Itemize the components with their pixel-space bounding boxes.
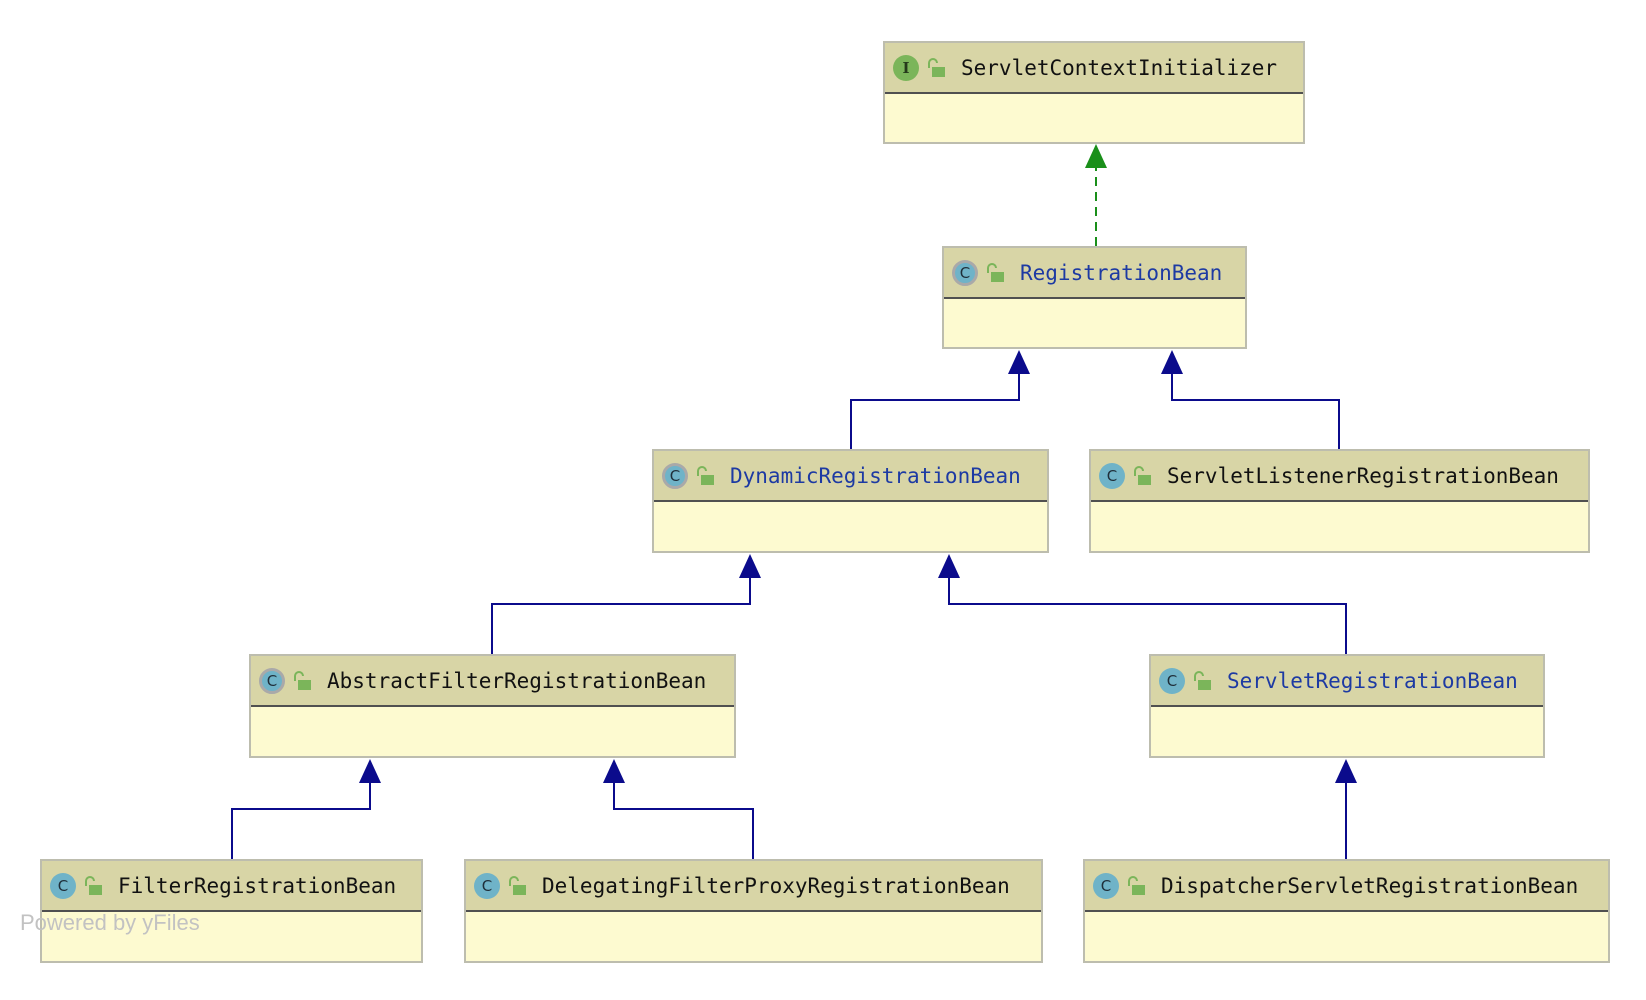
open-lock-icon <box>1194 670 1211 690</box>
arrowhead-extends <box>1008 350 1030 374</box>
node-dynamic-registration-bean[interactable]: C DynamicRegistrationBean <box>652 449 1049 553</box>
node-header: C DispatcherServletRegistrationBean <box>1085 861 1608 912</box>
node-header: I ServletContextInitializer <box>885 43 1303 94</box>
node-delegating-filter-proxy-registration-bean[interactable]: C DelegatingFilterProxyRegistrationBean <box>464 859 1043 963</box>
node-filter-registration-bean[interactable]: C FilterRegistrationBean <box>40 859 423 963</box>
arrowhead-extends <box>359 759 381 783</box>
edge-dynamic-to-registration <box>850 366 1020 449</box>
node-header: C ServletRegistrationBean <box>1151 656 1543 707</box>
arrowhead-extends <box>1161 350 1183 374</box>
class-name: AbstractFilterRegistrationBean <box>327 668 707 693</box>
node-servlet-registration-bean[interactable]: C ServletRegistrationBean <box>1149 654 1545 758</box>
node-abstract-filter-registration-bean[interactable]: C AbstractFilterRegistrationBean <box>249 654 736 758</box>
open-lock-icon <box>697 465 714 485</box>
node-servlet-listener-registration-bean[interactable]: C ServletListenerRegistrationBean <box>1089 449 1590 553</box>
node-header: C FilterRegistrationBean <box>42 861 421 912</box>
class-name: DispatcherServletRegistrationBean <box>1161 873 1579 898</box>
class-name: RegistrationBean <box>1020 260 1223 285</box>
powered-by-footer: Powered by yFiles <box>20 910 200 935</box>
class-name: ServletListenerRegistrationBean <box>1167 463 1559 488</box>
node-header: C DynamicRegistrationBean <box>654 451 1047 502</box>
arrowhead-extends <box>938 554 960 578</box>
edge-servlet-to-dynamic <box>948 570 1347 654</box>
node-header: C ServletListenerRegistrationBean <box>1091 451 1588 502</box>
class-icon: C <box>50 872 76 899</box>
node-header: C AbstractFilterRegistrationBean <box>251 656 734 707</box>
edge-filter-to-abstractfilter <box>231 775 371 859</box>
node-header: C DelegatingFilterProxyRegistrationBean <box>466 861 1041 912</box>
class-name: DelegatingFilterProxyRegistrationBean <box>542 873 1010 898</box>
edge-listener-to-registration <box>1171 366 1340 449</box>
class-name: ServletRegistrationBean <box>1227 668 1518 693</box>
arrowhead-extends <box>1335 759 1357 783</box>
class-icon: C <box>1159 667 1185 694</box>
open-lock-icon <box>987 262 1004 282</box>
edge-abstractfilter-to-dynamic <box>491 570 751 654</box>
class-icon: C <box>1093 872 1119 899</box>
open-lock-icon <box>928 57 945 77</box>
abstract-class-icon: C <box>952 259 978 286</box>
abstract-class-icon: C <box>662 462 688 489</box>
arrowhead-implements <box>1085 144 1107 168</box>
class-icon: C <box>474 872 500 899</box>
open-lock-icon <box>1134 465 1151 485</box>
arrowhead-extends <box>603 759 625 783</box>
interface-icon: I <box>893 54 919 81</box>
arrowhead-extends <box>739 554 761 578</box>
class-name: ServletContextInitializer <box>961 55 1278 80</box>
node-registration-bean[interactable]: C RegistrationBean <box>942 246 1247 349</box>
abstract-class-icon: C <box>259 667 285 694</box>
edge-delegating-to-abstractfilter <box>613 775 754 859</box>
class-icon: C <box>1099 462 1125 489</box>
open-lock-icon <box>85 875 102 895</box>
open-lock-icon <box>294 670 311 690</box>
node-servlet-context-initializer[interactable]: I ServletContextInitializer <box>883 41 1305 144</box>
open-lock-icon <box>509 875 526 895</box>
node-header: C RegistrationBean <box>944 248 1245 299</box>
class-name: DynamicRegistrationBean <box>730 463 1021 488</box>
open-lock-icon <box>1128 875 1145 895</box>
class-name: FilterRegistrationBean <box>118 873 397 898</box>
node-dispatcher-servlet-registration-bean[interactable]: C DispatcherServletRegistrationBean <box>1083 859 1610 963</box>
